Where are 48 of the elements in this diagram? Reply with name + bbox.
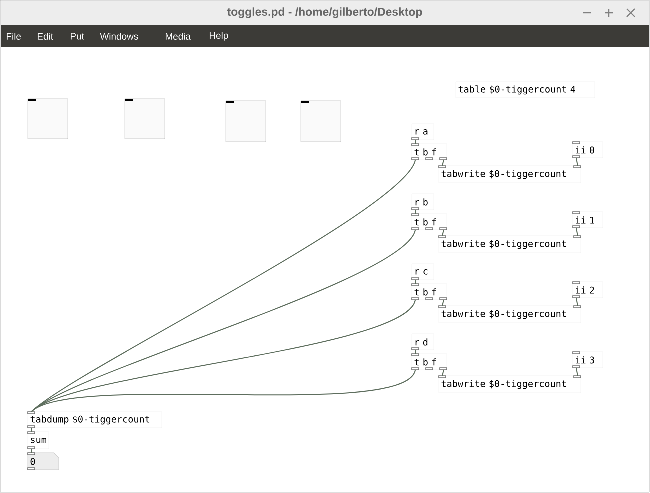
patch-cord [442,160,444,166]
patch-cord [442,300,444,306]
object-box: table $0-tiggercount 4 [456,82,596,98]
menu-item: File [7,33,22,40]
object-box: ii 1 [572,212,604,228]
patch-cord [415,350,416,354]
object-box: ii 2 [572,282,604,298]
object-box: tabwrite $0-tiggercount [438,306,582,324]
toggle-box [226,101,266,142]
patch-cord [31,370,416,412]
number-box: 0 [28,452,60,470]
patch-cord [576,158,578,166]
object-box: r a [412,124,434,140]
object-box: tabdump $0-tiggercount [28,412,162,428]
patch-cord [576,228,578,236]
object-box: ii 3 [572,352,604,368]
patch-cord [576,298,578,306]
patch-cord [442,370,444,376]
patch-cord [442,230,444,236]
object-box: tabwrite $0-tiggercount [438,376,582,394]
object-box: r d [412,334,434,350]
object-box: ii 0 [572,142,604,158]
toggle-box [125,99,166,140]
menu-item: Media [166,33,191,40]
menu-item: Edit [38,33,54,40]
patch-cord [415,210,416,214]
menu-item: Help [210,32,228,41]
menu-item: Put [71,33,84,40]
object-box: r b [412,194,434,210]
patch-cord [31,160,416,412]
patch-cord [31,428,32,432]
object-box: t b f [412,354,448,370]
patch-cord [415,140,416,144]
patch-cord [576,368,578,376]
object-box: tabwrite $0-tiggercount [438,166,582,184]
toggle-box [28,99,68,140]
object-box: tabwrite $0-tiggercount [438,236,582,254]
object-box: t b f [412,284,448,300]
object-box: t b f [412,144,448,160]
object-box: t b f [412,214,448,230]
object-box: r c [412,264,434,280]
window-title: toggles.pd - /home/gilberto/Desktop [227,8,422,18]
toggle-box [301,101,342,142]
object-box: sum [28,432,50,450]
patch-cord [31,230,416,412]
patch-cord [415,280,416,284]
patch-cord [31,448,32,454]
menu-item: Windows [100,33,138,40]
